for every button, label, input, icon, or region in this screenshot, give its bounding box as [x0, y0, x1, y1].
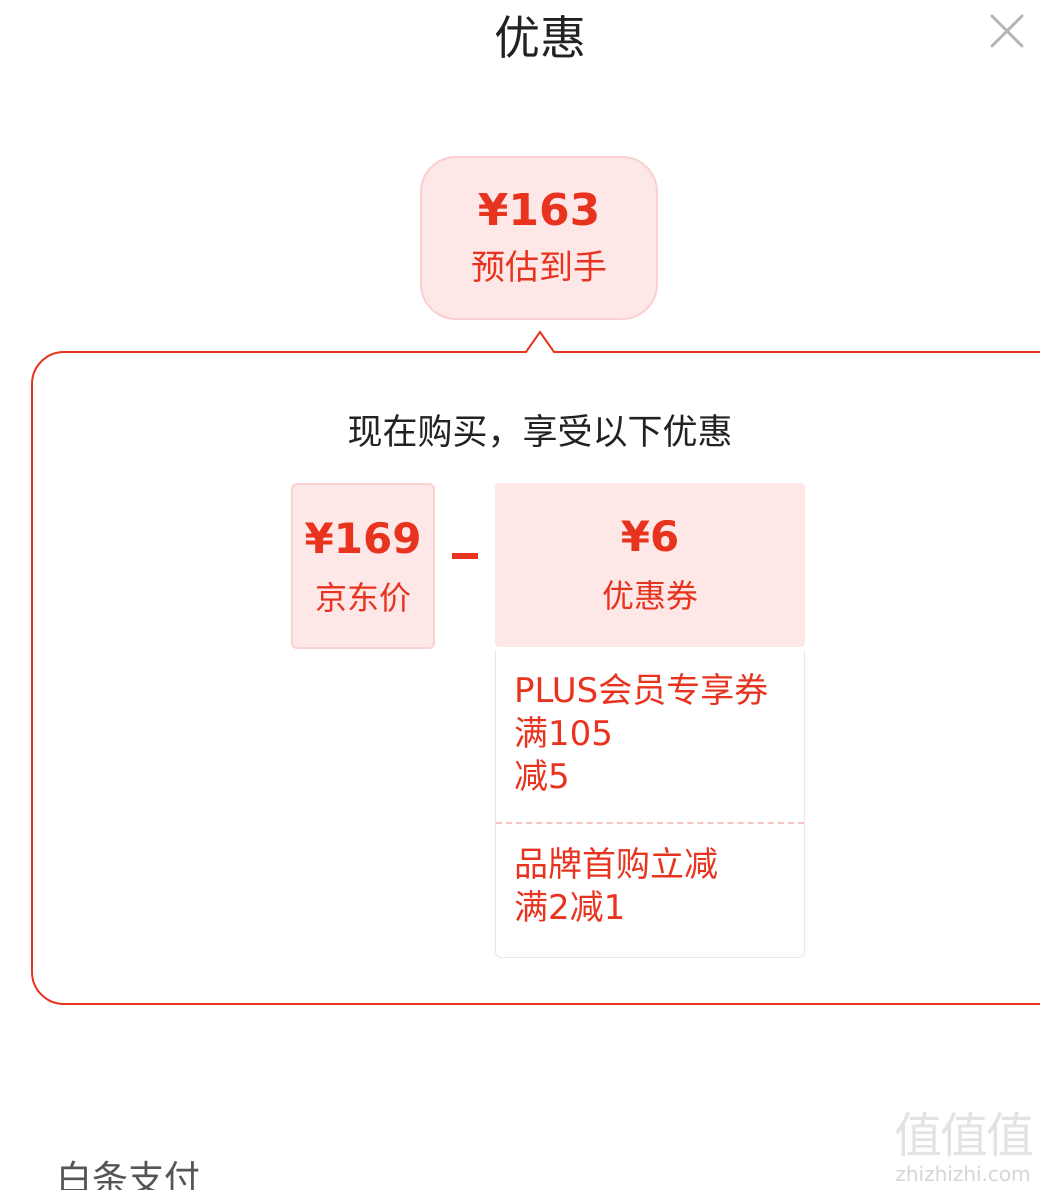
coupon-list: PLUS会员专享券 满105 减5 品牌首购立减 满2减1	[495, 650, 805, 958]
coupon-item: 品牌首购立减 满2减1	[496, 824, 804, 930]
coupon-name: PLUS会员专享券	[514, 671, 769, 711]
jd-price-box: ¥169 京东价	[291, 483, 435, 649]
coupon-name: 品牌首购立减	[514, 845, 718, 885]
jd-price-label: 京东价	[314, 579, 411, 617]
coupon-total-label: 优惠券	[601, 577, 698, 615]
coupon-total-box: ¥6 优惠券	[495, 483, 805, 647]
jd-price-value: ¥169	[304, 514, 422, 563]
watermark-url: zhizhizhi.com	[895, 1162, 1031, 1186]
payment-section-label: 白条支付	[56, 1159, 201, 1190]
coupon-discount: 减5	[514, 757, 570, 797]
close-icon	[990, 14, 1024, 48]
estimated-price-badge: ¥163 预估到手	[420, 156, 658, 320]
coupon-threshold: 满105	[514, 714, 613, 754]
coupon-item: PLUS会员专享券 满105 减5	[496, 650, 804, 824]
watermark-logo: 值值值	[893, 1108, 1034, 1164]
watermark: 值值值 zhizhizhi.com	[888, 1108, 1038, 1184]
estimated-price-value: ¥163	[477, 185, 601, 236]
coupon-total-value: ¥6	[620, 512, 680, 561]
close-button[interactable]	[988, 12, 1028, 52]
minus-icon	[452, 553, 478, 559]
coupon-rule: 满2减1	[514, 888, 626, 928]
estimated-price-label: 预估到手	[471, 248, 607, 288]
promo-heading: 现在购买，享受以下优惠	[347, 413, 733, 453]
page-title: 优惠	[494, 11, 586, 65]
